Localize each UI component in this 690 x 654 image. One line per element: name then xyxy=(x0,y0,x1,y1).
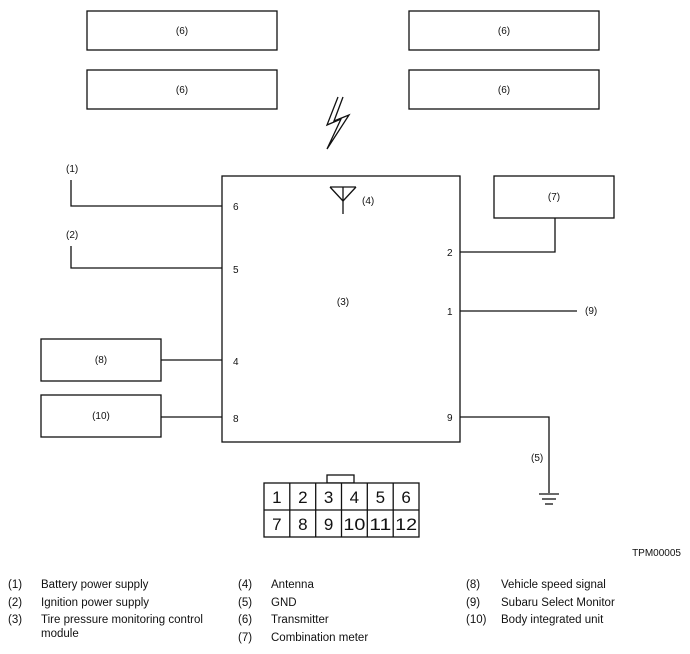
connector-pin: 5 xyxy=(376,488,385,507)
combination-meter-wire xyxy=(460,218,556,253)
connector-pin: 6 xyxy=(401,488,410,507)
battery-label: (1) xyxy=(66,164,78,175)
pin-5: 5 xyxy=(233,265,239,276)
legend-item: (3) Tire pressure monitoring control mod… xyxy=(8,613,233,641)
legend-num: (1) xyxy=(8,579,23,591)
legend-text: Transmitter xyxy=(271,614,329,626)
pin-2: 2 xyxy=(447,248,453,259)
combination-meter-label: (7) xyxy=(548,192,560,203)
antenna-label: (4) xyxy=(362,196,374,207)
pin-1: 1 xyxy=(447,307,453,318)
pin-9: 9 xyxy=(447,413,453,424)
connector-pin: 11 xyxy=(369,515,391,534)
transmitter-box-rear-left xyxy=(86,69,278,110)
pin-4: 4 xyxy=(233,357,239,368)
legend-num: (3) xyxy=(8,614,23,626)
transmitter-label: (6) xyxy=(498,85,510,96)
transmitter-box-front-left xyxy=(86,10,278,51)
body-unit-label: (10) xyxy=(92,411,110,422)
transmitter-label: (6) xyxy=(498,26,510,37)
legend-text: Vehicle speed signal xyxy=(501,579,606,591)
ignition-label: (2) xyxy=(66,230,78,241)
transmitter-box-front-right xyxy=(408,10,600,51)
wiring-diagram: (6) (6) (6) (6) (3) (4) (1) 6 (2) 5 (8) … xyxy=(40,10,681,559)
figure-code: TPM00005 xyxy=(632,548,681,559)
legend-text: Ignition power supply xyxy=(41,597,150,609)
legend-num: (9) xyxy=(466,597,481,609)
gnd-wire xyxy=(460,416,550,493)
connector-pin: 10 xyxy=(343,515,365,534)
connector-pin: 1 xyxy=(272,488,281,507)
legend-text: GND xyxy=(271,597,297,609)
legend-num: (8) xyxy=(466,579,481,591)
connector-pin: 8 xyxy=(298,515,307,534)
legend-num: (5) xyxy=(238,597,253,609)
gnd-label: (5) xyxy=(531,453,543,464)
connector-pin: 3 xyxy=(324,488,333,507)
ignition-wire xyxy=(70,246,222,269)
legend-text: Battery power supply xyxy=(41,579,149,591)
vehicle-speed-label: (8) xyxy=(95,355,107,366)
legend-num: (6) xyxy=(238,614,253,626)
connector-pin: 7 xyxy=(272,515,281,534)
pin-6: 6 xyxy=(233,202,239,213)
connector-pin: 4 xyxy=(350,488,359,507)
legend-num: (4) xyxy=(238,579,253,591)
transmitter-box-rear-right xyxy=(408,69,600,110)
transmitter-label: (6) xyxy=(176,85,188,96)
legend-text: Tire pressure monitoring control module xyxy=(41,614,203,640)
module-label: (3) xyxy=(337,297,349,308)
connector-pin: 12 xyxy=(395,515,417,534)
legend-num: (2) xyxy=(8,597,23,609)
legend-text: Antenna xyxy=(271,579,314,591)
connector xyxy=(263,474,420,538)
ground-icon xyxy=(539,493,559,505)
legend-text: Subaru Select Monitor xyxy=(501,597,615,609)
body-unit-box xyxy=(40,394,162,438)
transmitter-label: (6) xyxy=(176,26,188,37)
select-monitor-label: (9) xyxy=(585,306,597,317)
control-module-box xyxy=(221,175,461,443)
pin-8: 8 xyxy=(233,414,239,425)
wireless-signal-icon xyxy=(325,96,351,150)
legend-num: (7) xyxy=(238,632,253,644)
combination-meter-box xyxy=(493,175,615,219)
connector-pin: 2 xyxy=(298,488,307,507)
legend-num: (10) xyxy=(466,614,487,626)
legend-text: Body integrated unit xyxy=(501,614,604,626)
connector-pin: 9 xyxy=(324,515,333,534)
antenna-icon xyxy=(329,186,357,214)
legend-text: Combination meter xyxy=(271,632,369,644)
battery-wire xyxy=(70,180,222,207)
